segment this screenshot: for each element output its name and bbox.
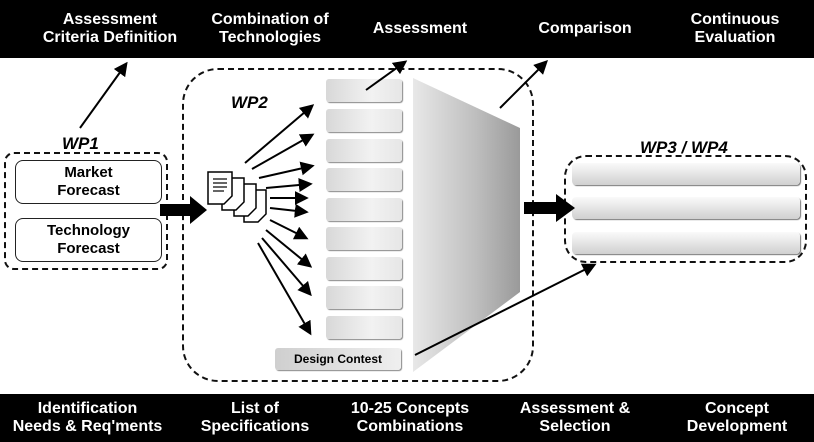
arrow-to-assessment: [365, 60, 408, 91]
output-concept-development: Concept Development: [686, 400, 788, 435]
wp2-box: [182, 68, 534, 382]
documents-icon: [207, 171, 267, 223]
concept-development-bar: [572, 163, 800, 185]
wp2-label: WP2: [231, 93, 268, 112]
concept-slot: [326, 227, 402, 250]
concept-development-bar: [572, 232, 800, 254]
concept-slot: [326, 316, 402, 339]
arrow-to-comparison: [499, 60, 548, 109]
output-concepts-combinations: 10-25 Concepts Combinations: [350, 400, 470, 435]
bottom-output-bar: Identification Needs & Req'ments List of…: [0, 394, 814, 442]
design-contest-label: Design Contest: [275, 348, 401, 370]
market-forecast-box: Market Forecast: [15, 160, 162, 204]
arrow-to-criteria: [79, 61, 128, 129]
phase-combination-technologies: Combination of Technologies: [211, 11, 329, 46]
selection-funnel: [413, 78, 520, 372]
output-assessment-selection: Assessment & Selection: [519, 400, 631, 435]
phase-assessment: Assessment: [372, 20, 468, 37]
concept-slot: [326, 168, 402, 191]
output-identification-needs: Identification Needs & Req'ments: [12, 400, 163, 435]
concept-slot: [326, 139, 402, 162]
wp34-label: WP3 / WP4: [640, 138, 728, 157]
phase-comparison: Comparison: [538, 20, 632, 37]
fan-out-arrows: [244, 104, 315, 336]
block-arrow-wp1-to-wp2: [160, 196, 207, 224]
concept-slot: [326, 257, 402, 280]
phase-continuous-evaluation: Continuous Evaluation: [690, 11, 780, 46]
top-phase-bar: Assessment Criteria Definition Combinati…: [0, 0, 814, 58]
wp1-label: WP1: [62, 134, 99, 153]
concept-slot: [326, 198, 402, 221]
concept-slot: [326, 109, 402, 132]
concept-slot: [326, 79, 402, 102]
concept-slot: [326, 286, 402, 309]
output-list-specifications: List of Specifications: [200, 400, 310, 435]
arrow-to-wp34: [414, 263, 597, 356]
concept-development-bar: [572, 197, 800, 219]
technology-forecast-box: Technology Forecast: [15, 218, 162, 262]
block-arrow-wp2-to-wp34: [524, 194, 575, 222]
phase-assessment-criteria: Assessment Criteria Definition: [42, 11, 178, 46]
